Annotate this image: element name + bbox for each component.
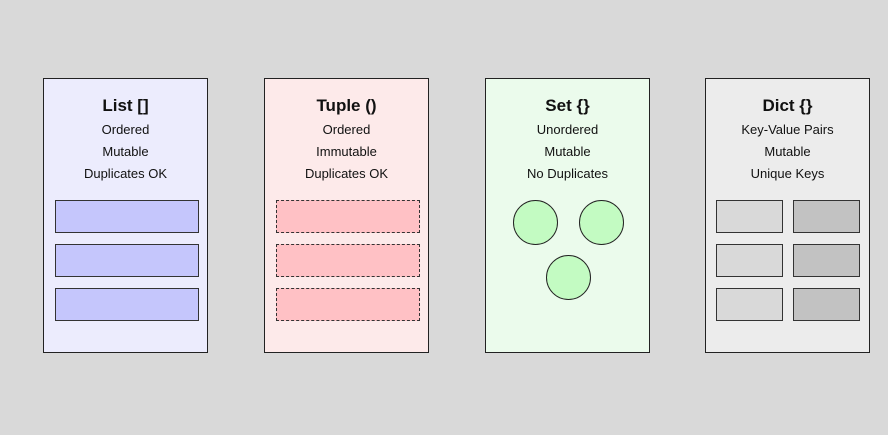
dict-prop-mutability: Mutable [764, 144, 811, 159]
set-card: Set {} Unordered Mutable No Duplicates [485, 78, 650, 353]
list-item-box [55, 200, 199, 233]
dict-prop-structure: Key-Value Pairs [741, 122, 834, 137]
dict-value-box [793, 288, 860, 321]
set-prop-order: Unordered [536, 122, 599, 137]
list-title: List [] [102, 96, 149, 115]
list-item-box [55, 244, 199, 277]
dict-key-box [716, 244, 783, 277]
tuple-item-box [276, 288, 420, 321]
set-prop-duplicates: No Duplicates [527, 166, 608, 181]
set-item-circle [513, 200, 558, 245]
dict-prop-keys: Unique Keys [750, 166, 825, 181]
list-item-box [55, 288, 199, 321]
dict-card: Dict {} Key-Value Pairs Mutable Unique K… [705, 78, 870, 353]
set-prop-mutability: Mutable [544, 144, 591, 159]
dict-title: Dict {} [762, 96, 813, 115]
tuple-prop-mutability: Immutable [316, 144, 377, 159]
set-item-circle [579, 200, 624, 245]
tuple-item-box [276, 200, 420, 233]
dict-value-box [793, 200, 860, 233]
list-prop-duplicates: Duplicates OK [83, 166, 168, 181]
tuple-prop-order: Ordered [322, 122, 371, 137]
tuple-title: Tuple () [316, 96, 377, 115]
list-card: List [] Ordered Mutable Duplicates OK [43, 78, 208, 353]
dict-value-box [793, 244, 860, 277]
set-title: Set {} [545, 96, 590, 115]
tuple-card: Tuple () Ordered Immutable Duplicates OK [264, 78, 429, 353]
set-item-circle [546, 255, 591, 300]
list-prop-order: Ordered [101, 122, 150, 137]
dict-key-box [716, 288, 783, 321]
dict-key-box [716, 200, 783, 233]
list-prop-mutability: Mutable [102, 144, 149, 159]
tuple-item-box [276, 244, 420, 277]
tuple-prop-duplicates: Duplicates OK [304, 166, 389, 181]
